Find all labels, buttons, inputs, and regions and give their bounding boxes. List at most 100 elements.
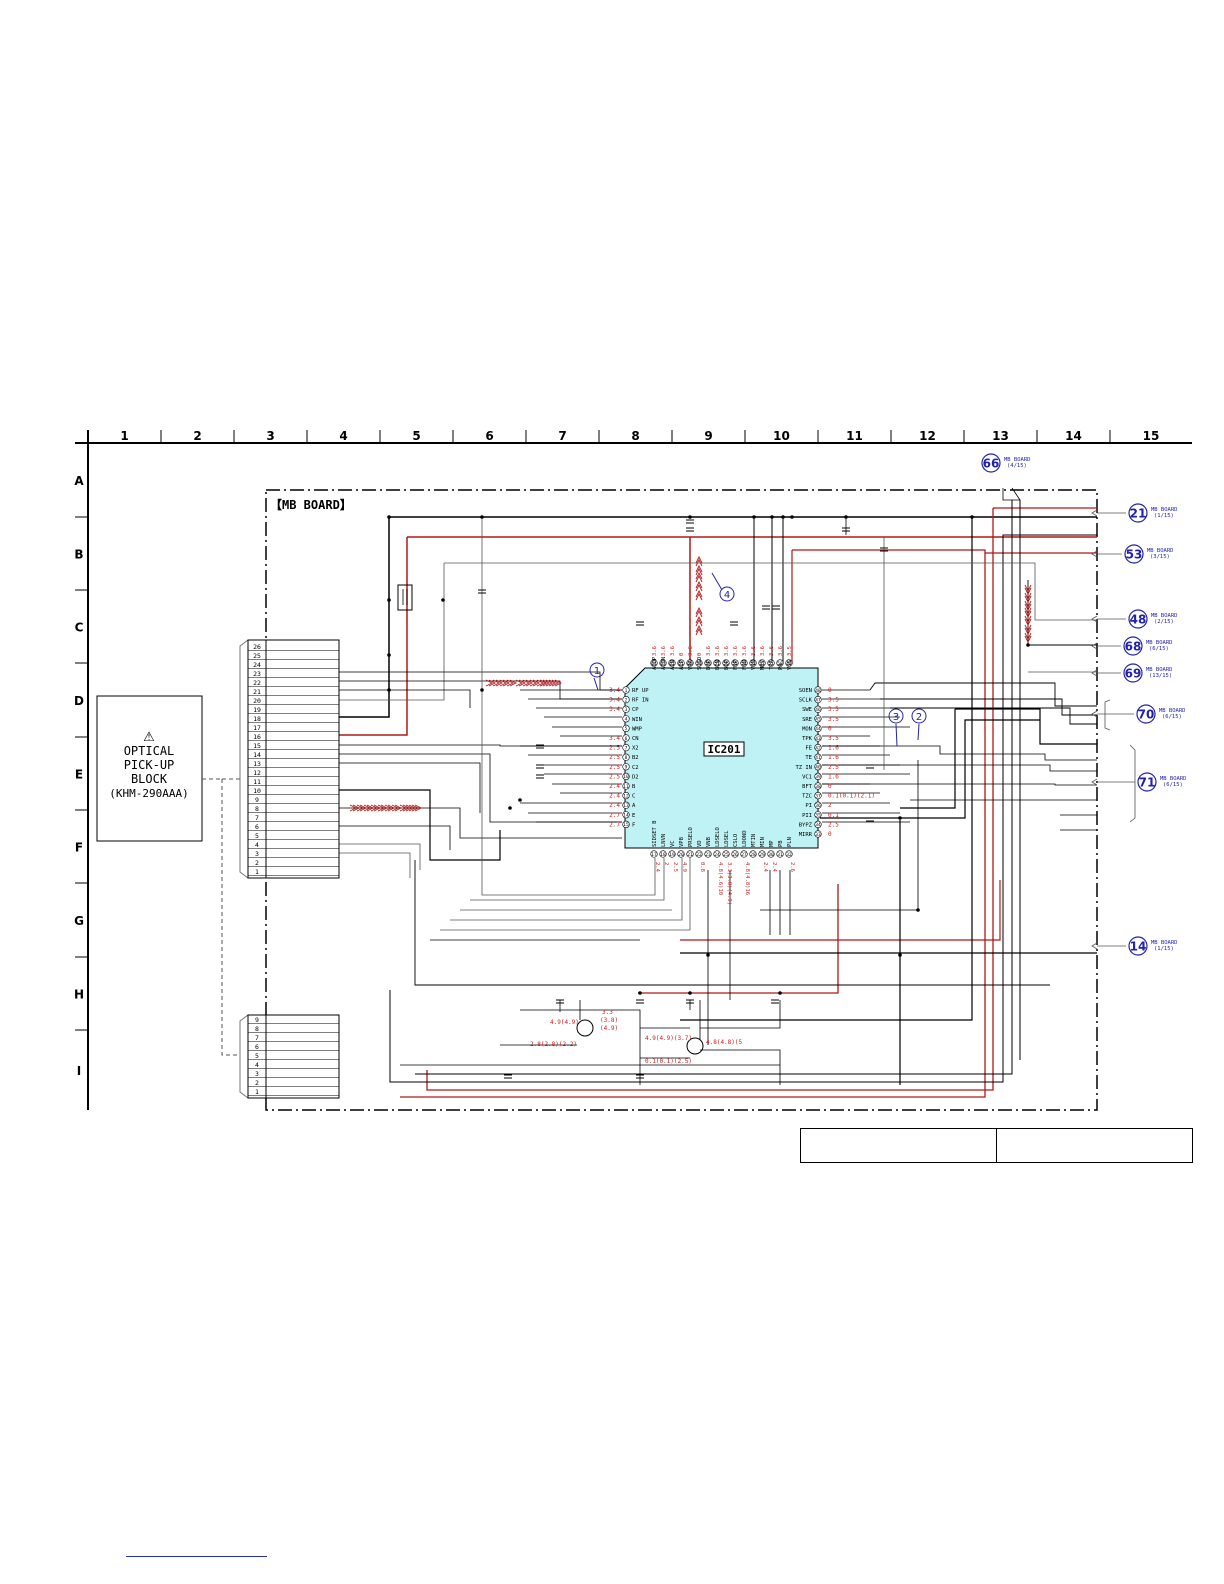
ic-pin-label: X2 (632, 746, 639, 752)
connector-pin: 9 (255, 796, 259, 804)
ic-pin-label: BIP (724, 659, 730, 670)
ic-pin-voltage: 0 (697, 653, 703, 656)
ic-pin-voltage: 3.6 (769, 646, 775, 656)
ic-pin-voltage: 4.8(4.6)10 (717, 862, 723, 895)
ic-pin-label: VPB (679, 836, 685, 847)
ic-pin (722, 850, 730, 858)
ic-pin-label: VPA (688, 659, 694, 670)
ic-pin-voltage: 3.6 (670, 646, 676, 656)
ic-pin-voltage: 2.4 (654, 862, 660, 873)
ic201-body (624, 667, 819, 849)
connector-pin: 9 (255, 1016, 259, 1024)
ic-pin-voltage: 2.4 (609, 802, 620, 809)
svg-text:60: 60 (687, 661, 693, 667)
connector-pin: 8 (255, 805, 259, 813)
ic-pin-voltage: 2.5 (609, 764, 620, 771)
ic201-label-box (703, 741, 745, 757)
connector-pin: 19 (253, 706, 261, 714)
svg-text:(2/15): (2/15) (1154, 619, 1174, 625)
pickup-warning-icon: ⚠ (143, 730, 155, 745)
ic-pin-voltage: 2.6 (789, 862, 795, 872)
column-label: 2 (193, 429, 201, 443)
ic-pin-label: TE (805, 755, 812, 761)
svg-text:70: 70 (1138, 708, 1155, 722)
ic-pin (785, 659, 793, 667)
svg-text:48: 48 (1130, 613, 1147, 627)
ic-pin (622, 820, 630, 829)
svg-text:49: 49 (786, 661, 792, 667)
connector-pin: 4 (255, 841, 259, 849)
ic-pin-voltage: 3.6 (751, 646, 757, 656)
ic-pin (767, 850, 775, 858)
ic-pin-voltage: 0.1 (828, 812, 839, 819)
ic-pin-voltage: 3.4 (609, 735, 620, 742)
svg-text:(6/15): (6/15) (1162, 714, 1182, 720)
ic-pin-label: BIN (715, 660, 721, 670)
svg-text:12: 12 (623, 793, 629, 799)
waveform-ref-2: 2 (911, 708, 927, 741)
pickup-line-3: BLOCK (131, 772, 168, 786)
connector-pin: 24 (253, 661, 261, 669)
ic-pin (622, 772, 630, 781)
ic-pin-label: SCLK (799, 698, 813, 704)
connector-pin: 2 (255, 1079, 259, 1087)
ic-pin (622, 686, 630, 694)
ic-pin-voltage: 4.9 (681, 862, 687, 872)
svg-text:54: 54 (741, 661, 747, 667)
column-label: 4 (339, 429, 347, 443)
ic-pin-voltage: 3.5 (828, 716, 839, 723)
q1-emitter-voltage: 4.9(4.9) (550, 1019, 579, 1026)
svg-text:(6/15): (6/15) (1163, 782, 1183, 788)
svg-text:2: 2 (625, 697, 628, 703)
ic-pin-label: VC1 (802, 774, 812, 780)
ic-pin-voltage: 2 (663, 862, 669, 865)
ic-pin-label: BYPZ (799, 822, 813, 828)
ic-pin-voltage: 3.6 (724, 646, 730, 656)
ic-pin-label: TPK (802, 736, 813, 742)
ic-pin (622, 811, 630, 819)
ic-pin (713, 850, 721, 858)
connector-top: 2625242322212019181716151413121110987654… (239, 639, 340, 879)
ic-pin-label: B (632, 784, 636, 790)
ic-pin-label: AIP (679, 659, 685, 670)
svg-text:39: 39 (815, 774, 821, 780)
svg-text:53: 53 (750, 661, 756, 667)
svg-text:10: 10 (623, 774, 629, 780)
svg-text:29: 29 (759, 852, 765, 858)
ic-pin (814, 791, 822, 800)
ic-pin-voltage: 3.5 (828, 697, 839, 704)
column-label: 5 (412, 429, 420, 443)
ic201-label: IC201 (707, 743, 740, 756)
svg-text:MB BOARD: MB BOARD (1151, 507, 1178, 513)
row-label: A (74, 474, 84, 488)
ic-pin-label: D2 (632, 774, 639, 780)
svg-text:48: 48 (815, 688, 821, 694)
ic-pin-voltage: 2.5 (609, 773, 620, 780)
svg-text:51: 51 (768, 661, 774, 667)
ic-pin-voltage: 3.6 (742, 646, 748, 656)
connector-pin: 11 (253, 778, 261, 786)
svg-text:40: 40 (815, 765, 821, 771)
ic-pin (767, 659, 775, 667)
svg-text:35: 35 (815, 813, 821, 819)
ic-pin (758, 850, 766, 858)
svg-text:3: 3 (893, 712, 899, 723)
ic-pin-label: PA (778, 663, 784, 670)
svg-text:27: 27 (741, 852, 747, 858)
ic-pin (740, 850, 748, 858)
svg-text:66: 66 (983, 457, 1000, 471)
connector-pin: 6 (255, 823, 259, 831)
ic-pin-label: MON (802, 726, 812, 732)
ic-pin-label: RF IN (632, 698, 649, 704)
ic-pin-label: ATON (661, 657, 667, 670)
ic-pin-voltage: 3.6 (706, 646, 712, 656)
column-label: 13 (992, 429, 1009, 443)
ic-pin-voltage: 2.5 (828, 764, 839, 771)
svg-text:56: 56 (723, 661, 729, 667)
svg-text:5: 5 (625, 726, 628, 732)
svg-text:2: 2 (916, 712, 922, 723)
ic-pin-label: MTIN (751, 834, 757, 847)
svg-text:46: 46 (815, 707, 821, 713)
